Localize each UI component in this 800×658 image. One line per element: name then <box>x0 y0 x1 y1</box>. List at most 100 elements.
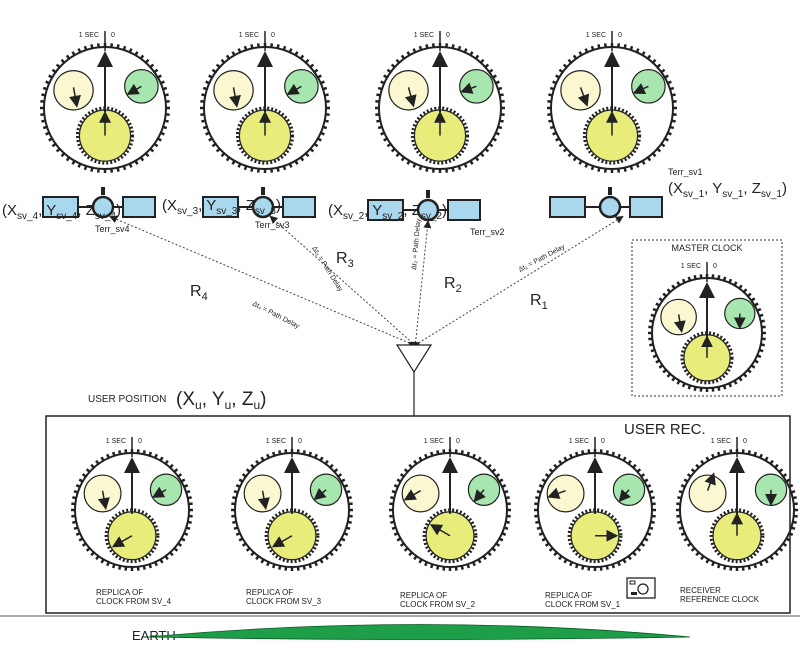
clock-tick <box>677 520 682 524</box>
clock-tick <box>395 152 401 158</box>
clock-tick <box>319 558 324 564</box>
clock-tick <box>139 54 145 60</box>
clock-tick <box>497 125 503 130</box>
solar-panel-icon <box>549 196 586 218</box>
clock-tick <box>552 80 557 85</box>
clock-tick <box>122 45 127 51</box>
clock-tick <box>472 561 476 567</box>
user-receiver-box <box>45 415 791 614</box>
clock-tick <box>118 565 122 570</box>
clock-tick <box>180 478 186 483</box>
clock-tick <box>400 54 406 60</box>
clock-hand <box>257 490 270 510</box>
clock-tick <box>215 147 221 153</box>
clock-tick <box>260 456 265 462</box>
clock-tick <box>690 468 696 473</box>
clock-tick <box>650 348 656 353</box>
clock-tick <box>75 532 81 536</box>
clock-tick <box>683 537 689 542</box>
path-line-sv3 <box>269 215 420 350</box>
path-delay-label: Δt₄ = Path Delay <box>251 301 301 331</box>
satellite-coords: (Xsv_3, Ysv_3, Zsv_3) <box>162 197 281 217</box>
clock-tick <box>605 450 609 455</box>
clock-tick <box>294 51 299 56</box>
small-dial <box>560 70 601 111</box>
clock-tick <box>347 496 352 500</box>
range-label: R1 <box>530 292 548 312</box>
clock-tick <box>271 563 276 569</box>
clock-hand <box>577 87 590 107</box>
clock-hand <box>473 489 486 503</box>
clock-tick <box>183 532 189 536</box>
clock-tick <box>320 131 325 136</box>
clock-tick <box>250 463 255 469</box>
clock-tick <box>85 468 91 473</box>
clock-tick <box>495 131 500 136</box>
clock-tick <box>255 555 260 561</box>
clock-tick <box>144 152 150 158</box>
clock-tick <box>233 489 239 494</box>
clock-tick <box>671 93 676 97</box>
clock-tick <box>754 302 759 307</box>
replica-label: CLOCK FROM SV_2 <box>400 600 476 609</box>
clock-tick <box>42 86 48 91</box>
clock-tick <box>487 551 492 557</box>
path-delay-label: Δt₂ = Path Delay <box>411 218 423 270</box>
clock-tick <box>553 463 558 469</box>
master-clock-label: MASTER CLOCK <box>671 243 742 253</box>
clock-tick <box>790 526 796 531</box>
solar-panel-icon <box>282 196 316 218</box>
user-position-coords: (Xu, Yu, Zu) <box>176 389 266 412</box>
clock-tick <box>128 163 133 168</box>
clock-tick <box>617 561 621 567</box>
clock-tick <box>466 563 471 569</box>
clock-tick <box>390 520 395 524</box>
clock-tick <box>671 284 676 290</box>
clock-tick <box>460 450 464 455</box>
clock-tick <box>482 555 487 561</box>
user-position-label: USER POSITION <box>88 394 166 405</box>
clock-tick <box>676 380 681 385</box>
clock-tick <box>383 137 388 142</box>
clock-tick <box>581 450 585 455</box>
clock-tick <box>173 468 179 473</box>
clock-tick <box>308 451 313 457</box>
clock-tick <box>627 459 632 465</box>
clock-hand <box>126 83 142 95</box>
clock-tick <box>491 468 497 473</box>
clock-tick <box>237 48 242 53</box>
clock-tick <box>116 44 120 49</box>
clock-tick <box>72 496 77 500</box>
clock-tick <box>597 44 601 49</box>
clock-tick <box>429 563 434 569</box>
clock-tick <box>41 93 46 97</box>
clock-tick <box>51 68 57 74</box>
clock-tick <box>479 58 485 64</box>
clock-tick <box>380 80 385 85</box>
one-sec-label: 1 SEC <box>711 438 731 445</box>
satellite-sv1: (Xsv_1, Ysv_1, Zsv_1)Terr_sv1 <box>549 167 787 219</box>
clock-tick <box>243 165 248 171</box>
clock-tick <box>153 142 159 148</box>
clock-tick <box>396 537 402 542</box>
clock-tick <box>498 537 504 542</box>
clock-tick <box>241 542 247 547</box>
clock-tick <box>424 561 428 567</box>
clock-tick <box>324 93 329 97</box>
clock-tick <box>700 555 705 561</box>
clock-tick <box>669 86 675 91</box>
clock-tick <box>324 119 329 123</box>
clock-tick <box>48 137 53 142</box>
clock-tick <box>477 558 482 564</box>
clock-tick <box>299 54 305 60</box>
clock-tick <box>733 380 738 385</box>
clock-hand <box>429 524 451 537</box>
clock-tick <box>180 537 186 542</box>
zero-label: 0 <box>713 263 717 270</box>
clock-tick <box>149 147 155 153</box>
terr-label: Terr_sv2 <box>470 227 505 237</box>
clock-tick <box>549 86 555 91</box>
